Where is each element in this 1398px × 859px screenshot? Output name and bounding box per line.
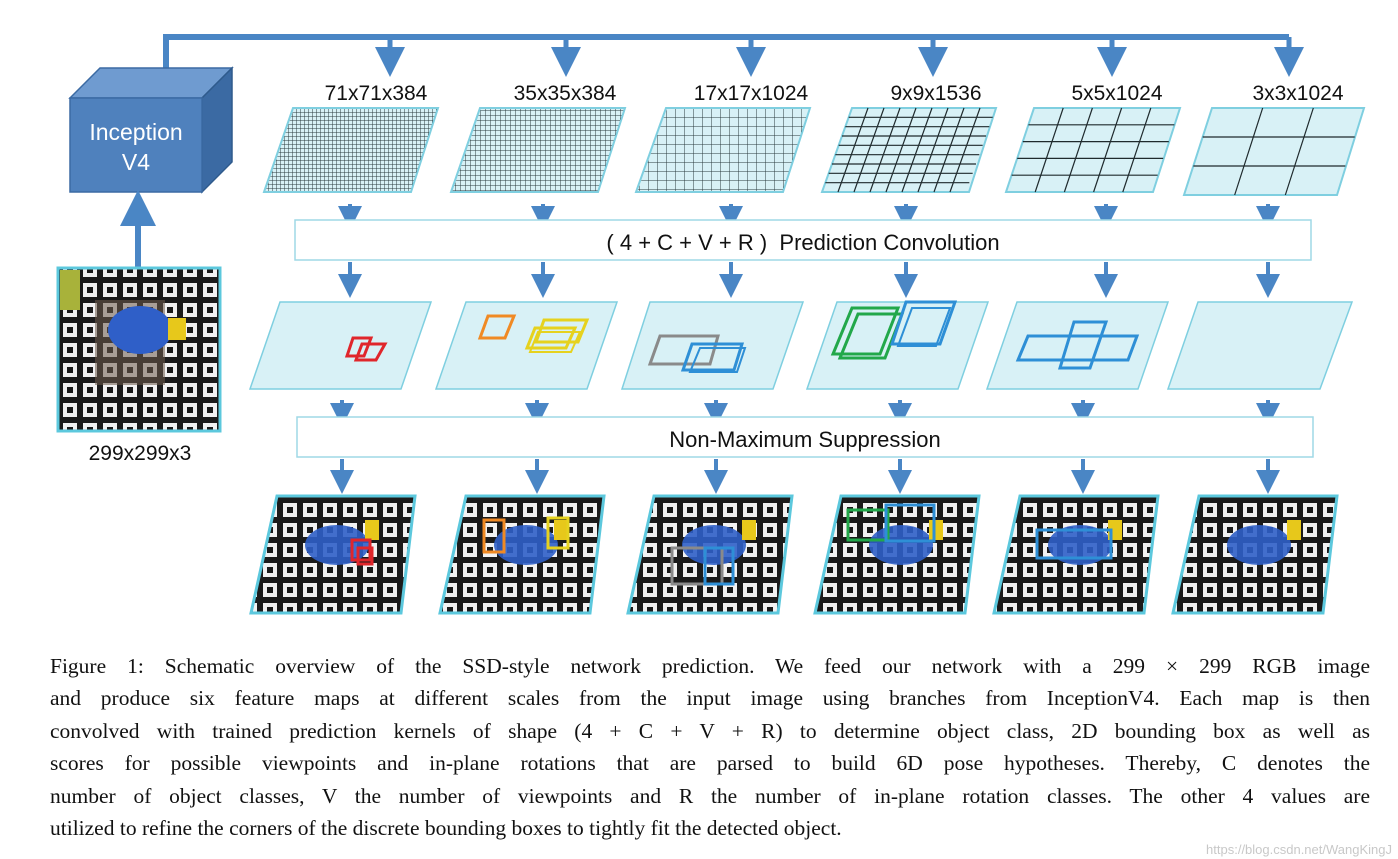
prediction-bar-label: ( 4 + C + V + R ) Prediction Convolution <box>606 230 999 255</box>
output-image-6 <box>1171 494 1339 615</box>
feature-map-17 <box>634 107 812 193</box>
nms-bar-label: Non-Maximum Suppression <box>669 427 940 452</box>
detection-box <box>546 516 570 550</box>
prediction-plane-4 <box>805 300 990 390</box>
inception-label-line1: Inception <box>89 119 182 145</box>
detection-box <box>884 503 936 543</box>
prediction-plane-5 <box>985 301 1170 390</box>
caption-line-4: scores for possible viewpoints and in-pl… <box>50 751 1370 776</box>
feature-map-3 <box>1182 107 1366 196</box>
detection-box <box>703 546 735 586</box>
ssd-network-diagram: Inception V4 299x299x3 71x71x384 35x35x38… <box>56 34 1366 615</box>
inception-label-line2: V4 <box>122 149 150 175</box>
input-size-label: 299x299x3 <box>89 442 192 465</box>
prediction-plane-2 <box>434 301 619 390</box>
feature-map-label-4: 9x9x1536 <box>890 82 981 105</box>
arrows-to-nms <box>330 400 1280 427</box>
top-distribution-arrows <box>163 34 1304 77</box>
caption-line-3: convolved with trained prediction kernel… <box>50 718 1370 743</box>
inception-v4-block: Inception V4 <box>68 66 234 194</box>
detection-box <box>356 546 374 566</box>
prediction-plane-6 <box>1166 301 1354 390</box>
feature-map-label-3: 17x17x1024 <box>694 82 809 105</box>
prediction-plane-1 <box>248 301 433 390</box>
caption-line-2: and produce six feature maps at differen… <box>50 686 1370 711</box>
feature-map-label-6: 3x3x1024 <box>1252 82 1343 105</box>
detection-box <box>1035 528 1113 560</box>
feature-map-label-5: 5x5x1024 <box>1071 82 1162 105</box>
detection-box <box>350 538 372 562</box>
caption-line-1: Figure 1: Schematic overview of the SSD-… <box>50 654 1370 678</box>
output-image-2 <box>438 494 606 615</box>
feature-map-5 <box>1004 107 1182 193</box>
arrows-to-outputs <box>330 459 1280 494</box>
arrows-to-box-maps <box>338 262 1280 298</box>
caption-line-5: number of object classes, V the number o… <box>50 783 1370 808</box>
nms-bar: Non-Maximum Suppression <box>296 416 1314 458</box>
feature-map-label-2: 35x35x384 <box>514 82 617 105</box>
prediction-plane-3 <box>620 301 805 390</box>
caption-line-6: utilized to refine the corners of the di… <box>50 816 842 841</box>
watermark: https://blog.csdn.net/WangKingJ <box>1206 842 1392 857</box>
feature-map-35 <box>449 107 627 193</box>
detection-box <box>846 508 890 542</box>
arrows-to-prediction <box>338 204 1280 230</box>
output-image-4 <box>813 494 981 615</box>
output-image-1 <box>249 494 417 615</box>
output-image-5 <box>992 494 1160 615</box>
input-image <box>56 266 222 433</box>
feature-map-label-1: 71x71x384 <box>325 82 428 105</box>
feature-map-71 <box>262 107 440 193</box>
output-image-3 <box>626 494 794 615</box>
detection-box <box>670 546 724 586</box>
detection-box <box>482 518 506 554</box>
feature-map-9 <box>820 107 998 193</box>
prediction-convolution-bar: ( 4 + C + V + R ) Prediction Convolution <box>294 219 1312 261</box>
figure-caption: Figure 1: Schematic overview of the SSD-… <box>50 650 1370 844</box>
